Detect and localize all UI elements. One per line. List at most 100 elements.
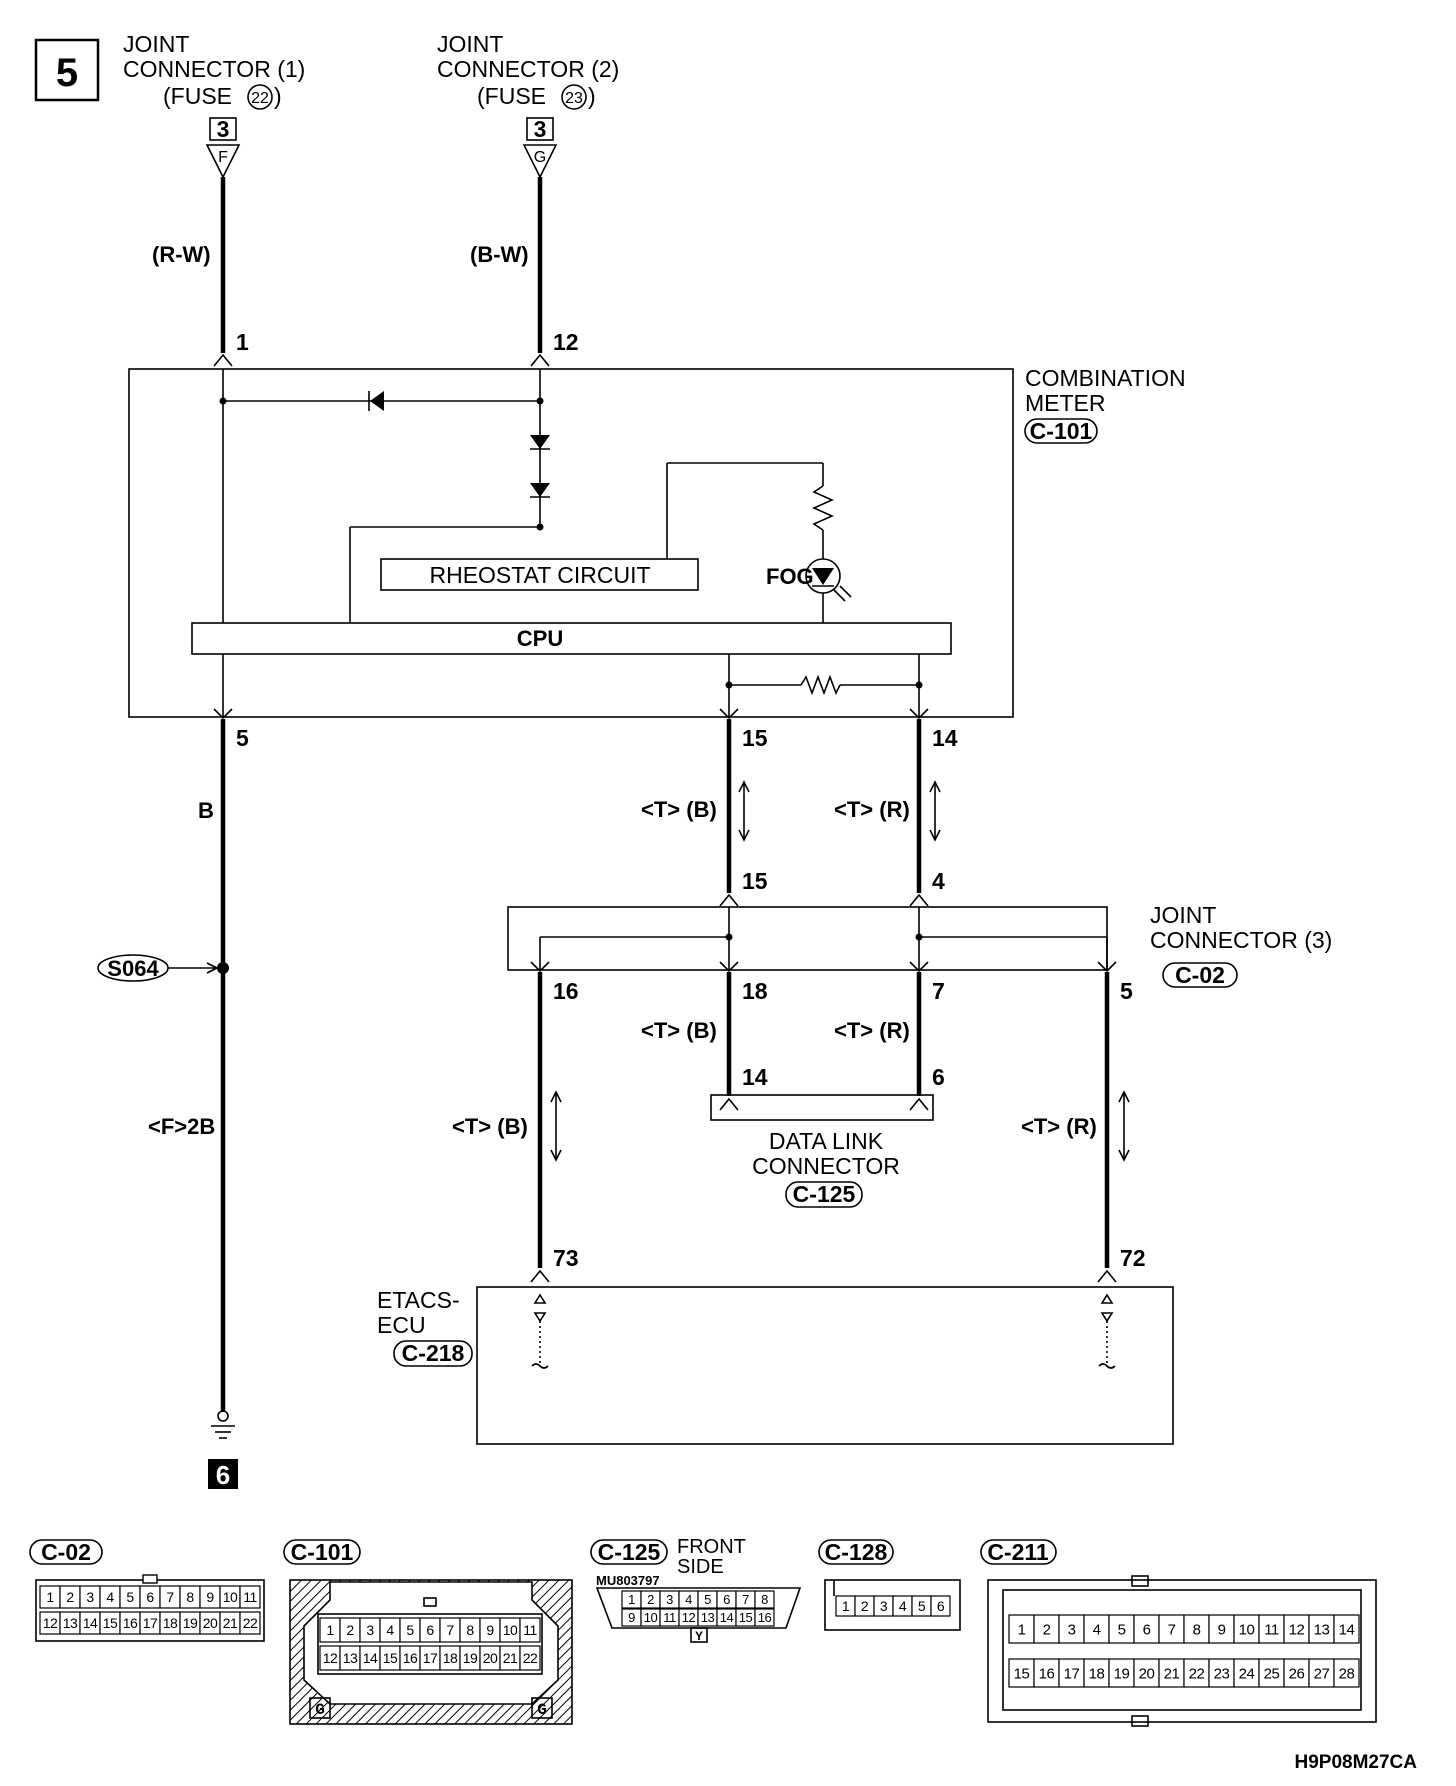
- c211-cell: [1333, 1614, 1360, 1644]
- c125-pin: 9: [628, 1610, 635, 1625]
- c02-pin: 22: [243, 1615, 258, 1631]
- c211-pin: 24: [1239, 1666, 1255, 1683]
- c211-cell: [1158, 1658, 1185, 1688]
- rheostat-circuit-box: [380, 558, 699, 591]
- view-c125-code: C-125: [598, 1539, 661, 1565]
- fog-resistor: [812, 485, 834, 531]
- bidirectional-arrow-1: [738, 780, 750, 842]
- c02-pin-4: 4: [932, 868, 945, 894]
- c101-pin: 10: [503, 1622, 518, 1638]
- view-c125-key: Y: [695, 1629, 703, 1643]
- c211-pin: 10: [1239, 1622, 1255, 1639]
- joint-connector-3-box: [507, 906, 1108, 971]
- c101-pin: 1: [326, 1622, 334, 1638]
- c211-pin: 28: [1339, 1666, 1355, 1683]
- c211-pin: 6: [1143, 1622, 1151, 1639]
- c211-cell: [1283, 1658, 1310, 1688]
- c211-pin: 15: [1014, 1666, 1030, 1683]
- c02-pin: 20: [203, 1615, 218, 1631]
- c211-cell: [1208, 1614, 1235, 1644]
- c125-cell: [754, 1590, 775, 1609]
- joint-connector-3-line1: JOINT: [1150, 902, 1216, 928]
- combination-meter-line2: METER: [1025, 390, 1106, 416]
- combination-meter-line1: COMBINATION: [1025, 365, 1186, 391]
- ground-wire-color: B: [198, 798, 214, 823]
- c211-cell: [1158, 1614, 1185, 1644]
- c211-pin: 14: [1339, 1622, 1355, 1639]
- c211-cell: [1058, 1614, 1085, 1644]
- c211-cell: [1183, 1614, 1210, 1644]
- splice-s064-label: S064: [107, 956, 159, 981]
- etacs-ecu-line1: ETACS-: [377, 1287, 460, 1313]
- c211-cell: [1133, 1614, 1160, 1644]
- c125-pin: 14: [720, 1610, 734, 1625]
- bus-mid-right-label: <T> (R): [834, 1018, 910, 1043]
- c101-pin: 14: [363, 1650, 378, 1666]
- c211-cell: [1008, 1658, 1035, 1688]
- c211-pin: 19: [1114, 1666, 1130, 1683]
- c125-pin: 13: [701, 1610, 715, 1625]
- ground-point-box: [208, 1459, 238, 1489]
- c211-cell: [1033, 1614, 1060, 1644]
- c211-pin: 8: [1193, 1622, 1201, 1639]
- fuse-box-2-number: 3: [534, 116, 547, 142]
- bus-lower-left-label: <T> (B): [452, 1114, 528, 1139]
- c211-pin: 13: [1314, 1622, 1330, 1639]
- c211-pin: 17: [1064, 1666, 1080, 1683]
- view-c02-code: C-02: [41, 1539, 91, 1565]
- c101-pin: 13: [343, 1650, 358, 1666]
- combination-meter-code: C-101: [1030, 418, 1093, 444]
- dlc-pin-14: 14: [742, 1064, 768, 1090]
- c125-pin: 11: [663, 1610, 676, 1625]
- c101-pin: 17: [423, 1650, 438, 1666]
- wire-color-b-w: (B-W): [470, 242, 529, 267]
- c211-pin: 26: [1289, 1666, 1305, 1683]
- data-link-line2: CONNECTOR: [752, 1153, 900, 1179]
- c211-cell: [1308, 1658, 1335, 1688]
- view-c101-code: C-101: [291, 1539, 354, 1565]
- c02-pin: 2: [66, 1589, 74, 1605]
- c211-pin: 12: [1289, 1622, 1305, 1639]
- c211-pin: 9: [1218, 1622, 1226, 1639]
- fuse-box-2: [526, 117, 554, 141]
- bidirectional-arrow-3: [550, 1090, 562, 1162]
- c211-pin: 1: [1018, 1622, 1026, 1639]
- c101-pin: 2: [346, 1622, 354, 1638]
- c101-pin: 5: [406, 1622, 414, 1638]
- bus-lower-right-label: <T> (R): [1021, 1114, 1097, 1139]
- c101-pin: 7: [446, 1622, 454, 1638]
- diode-2: [530, 435, 550, 449]
- wire-color-r-w: (R-W): [152, 242, 211, 267]
- c02-pin: 6: [146, 1589, 154, 1605]
- connector-1-flag: [205, 144, 241, 179]
- c02-pin: 12: [43, 1615, 58, 1631]
- fuse-22-prefix: (FUSE: [163, 83, 232, 109]
- c211-pin: 3: [1068, 1622, 1076, 1639]
- view-c125-side1: FRONT: [677, 1536, 746, 1558]
- c211-cell: [1233, 1658, 1260, 1688]
- joint-connector-3-code-box: [1162, 962, 1238, 988]
- fuse-23-suffix: ): [588, 83, 596, 109]
- c02-pin: 3: [86, 1589, 94, 1605]
- meter-pin-12: 12: [553, 329, 579, 355]
- c101-cell: [519, 1645, 541, 1671]
- c02-pin: 7: [166, 1589, 174, 1605]
- c101-pin: 22: [523, 1650, 538, 1666]
- c02-pin: 19: [183, 1615, 198, 1631]
- c125-pin: 2: [647, 1592, 654, 1607]
- c211-pin: 23: [1214, 1666, 1230, 1683]
- bidirectional-arrow-2: [929, 780, 941, 842]
- c02-pin: 13: [63, 1615, 78, 1631]
- c211-pin: 27: [1314, 1666, 1330, 1683]
- view-c125-part: MU803797: [596, 1573, 660, 1588]
- data-link-code: C-125: [793, 1181, 856, 1207]
- c02-cell: [239, 1611, 261, 1635]
- diode-3: [530, 483, 550, 497]
- c101-pin: 11: [523, 1622, 537, 1638]
- combination-meter: COMBINATION METER C-101 RHEOSTAT CIRCUIT: [128, 365, 1186, 751]
- c101-pin: 18: [443, 1650, 458, 1666]
- fog-label: FOG: [766, 564, 814, 589]
